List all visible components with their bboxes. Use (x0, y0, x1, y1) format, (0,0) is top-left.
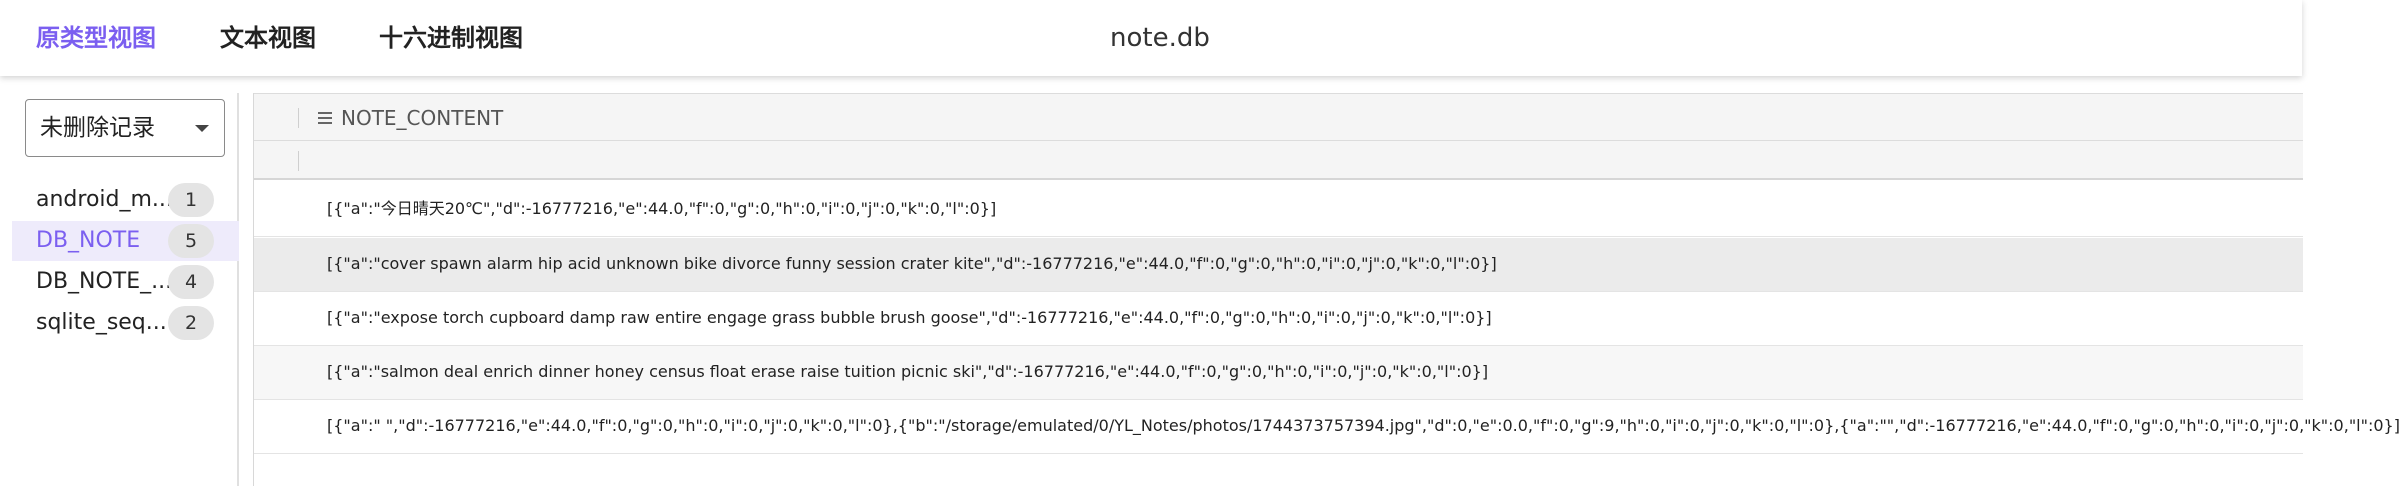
table-row[interactable]: [{"a":" ","d":-16777216,"e":44.0,"f":0,"… (254, 400, 2400, 454)
sidebar: 未删除记录 android_m... 1 DB_NOTE 5 DB_NOTE_.… (12, 93, 239, 486)
table-cell: [{"a":"salmon deal enrich dinner honey c… (327, 362, 1489, 381)
count-badge: 1 (168, 183, 214, 217)
count-badge: 4 (168, 265, 214, 299)
window-title: note.db (1110, 23, 1210, 53)
table-row[interactable]: [{"a":"salmon deal enrich dinner honey c… (254, 346, 2303, 400)
sidebar-item-label: DB_NOTE (36, 228, 141, 253)
tab-hex-view[interactable]: 十六进制视图 (379, 24, 523, 52)
sidebar-item-db-note-2[interactable]: DB_NOTE_... 4 (12, 262, 239, 302)
table-cell: [{"a":" ","d":-16777216,"e":44.0,"f":0,"… (327, 416, 2400, 435)
grid-header: NOTE_CONTENT (254, 93, 2303, 141)
table-cell: [{"a":"expose torch cupboard damp raw en… (327, 308, 1492, 327)
column-header-note-content[interactable]: NOTE_CONTENT (341, 106, 504, 130)
record-filter-dropdown[interactable]: 未删除记录 (25, 99, 225, 157)
table-cell: [{"a":"cover spawn alarm hip acid unknow… (327, 254, 1497, 273)
table-row[interactable]: [{"a":"expose torch cupboard damp raw en… (254, 292, 2303, 346)
sidebar-item-label: DB_NOTE_... (36, 269, 173, 294)
sidebar-item-android-metadata[interactable]: android_m... 1 (12, 180, 239, 220)
filter-row[interactable] (254, 141, 2303, 180)
count-badge: 5 (168, 224, 214, 258)
top-bar: 原类型视图 文本视图 十六进制视图 note.db (0, 0, 2302, 76)
table-row[interactable]: [{"a":"cover spawn alarm hip acid unknow… (254, 238, 2303, 292)
dropdown-value: 未删除记录 (40, 115, 155, 141)
data-grid: NOTE_CONTENT [{"a":"今日晴天20℃","d":-167772… (253, 93, 2400, 486)
sidebar-item-label: android_m... (36, 187, 173, 212)
sidebar-item-label: sqlite_seq... (36, 310, 167, 335)
table-cell: [{"a":"今日晴天20℃","d":-16777216,"e":44.0,"… (327, 199, 997, 218)
tab-text-view[interactable]: 文本视图 (220, 24, 316, 52)
column-divider (298, 108, 299, 128)
column-divider (298, 151, 299, 171)
count-badge: 2 (168, 306, 214, 340)
menu-icon[interactable] (318, 112, 332, 124)
sidebar-item-sqlite-sequence[interactable]: sqlite_seq... 2 (12, 303, 239, 343)
sidebar-item-db-note[interactable]: DB_NOTE 5 (12, 221, 239, 261)
tab-raw-type-view[interactable]: 原类型视图 (36, 24, 156, 52)
table-row[interactable]: [{"a":"今日晴天20℃","d":-16777216,"e":44.0,"… (254, 183, 2303, 237)
caret-down-icon (195, 125, 209, 132)
